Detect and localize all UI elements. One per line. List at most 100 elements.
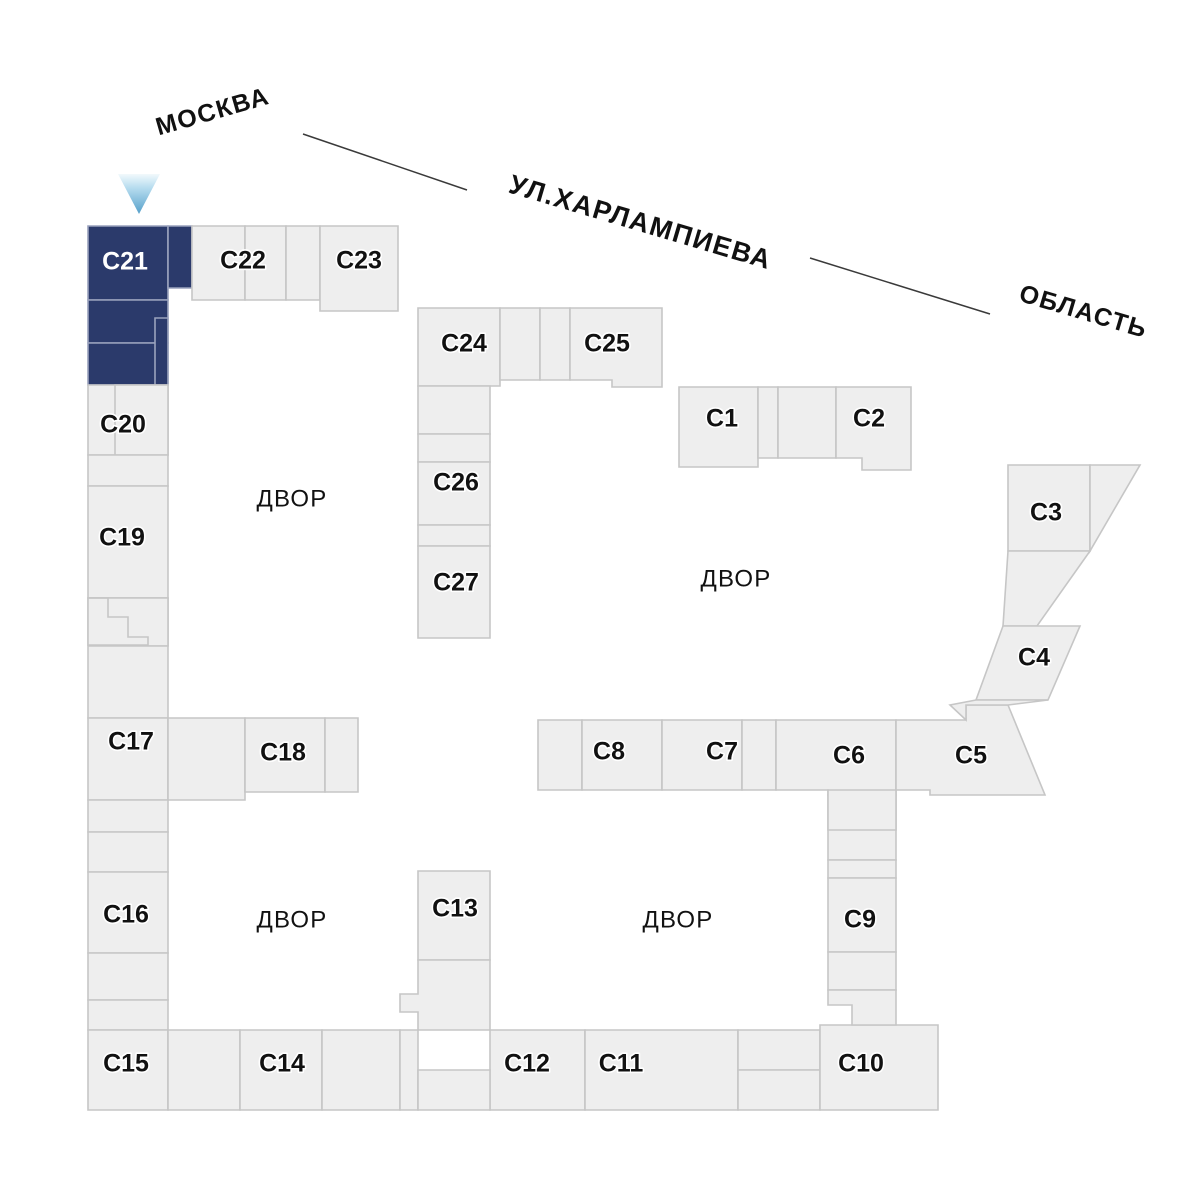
- building-label-C5: C5: [955, 742, 987, 770]
- building-C27-main[interactable]: [417, 545, 491, 639]
- building-label-C13: C13: [432, 895, 478, 923]
- building-C24-main[interactable]: [417, 307, 501, 387]
- building-label-C3: C3: [1030, 499, 1062, 527]
- building-C4-main[interactable]: [974, 625, 1082, 701]
- building-C9-e[interactable]: [827, 989, 897, 1026]
- building-group-C16[interactable]: C16: [87, 799, 169, 1031]
- building-group-C24[interactable]: C24: [417, 307, 541, 387]
- building-label-C7: C7: [706, 738, 738, 766]
- building-C2-mid-b[interactable]: [777, 386, 837, 459]
- courtyard-label-se: ДВОР: [643, 906, 714, 933]
- building-label-C26: C26: [433, 469, 479, 497]
- building-C12-left-low[interactable]: [399, 1029, 419, 1111]
- building-C21-wing[interactable]: [167, 225, 193, 289]
- building-label-C25: C25: [584, 330, 630, 358]
- building-C11-link-a[interactable]: [737, 1029, 821, 1071]
- building-C4-upper[interactable]: [1002, 550, 1092, 627]
- building-C9-b[interactable]: [827, 859, 897, 879]
- courtyard-label-ne: ДВОР: [701, 565, 772, 592]
- building-C11-link-b[interactable]: [737, 1069, 821, 1111]
- street-name-label: УЛ.ХАРЛАМПИЕВА: [506, 169, 776, 275]
- building-C2-main[interactable]: [835, 386, 912, 471]
- building-group-C25[interactable]: C25: [539, 307, 663, 388]
- building-C15-b[interactable]: [167, 1029, 241, 1111]
- building-group-C14[interactable]: C14: [239, 1029, 401, 1111]
- building-C3-angled[interactable]: [1089, 464, 1142, 554]
- building-label-C24: C24: [441, 330, 487, 358]
- building-group-C2[interactable]: C2: [757, 386, 912, 471]
- building-C12-under[interactable]: [417, 1069, 491, 1111]
- building-group-C15[interactable]: C15: [87, 1029, 241, 1111]
- building-group-C22[interactable]: C22: [191, 225, 321, 301]
- building-group-C3[interactable]: C3: [1007, 464, 1142, 554]
- building-C19-stair-edge[interactable]: [88, 597, 169, 647]
- building-C7-right[interactable]: [741, 719, 777, 791]
- building-group-C19[interactable]: C19: [87, 485, 169, 647]
- marker-triangle-icon[interactable]: [118, 174, 160, 214]
- building-label-C8: C8: [593, 738, 625, 766]
- building-C26-b[interactable]: [417, 433, 491, 463]
- building-label-C18: C18: [260, 739, 306, 767]
- building-group-C17[interactable]: C17: [87, 645, 246, 801]
- building-C21-lower-inner[interactable]: [154, 317, 169, 386]
- building-C22-c[interactable]: [285, 225, 321, 301]
- building-C8-left[interactable]: [537, 719, 583, 791]
- building-group-C10[interactable]: C10: [819, 1024, 939, 1111]
- building-C17-main[interactable]: [87, 645, 169, 719]
- building-label-C23: C23: [336, 247, 382, 275]
- building-C18-end[interactable]: [324, 717, 359, 793]
- building-label-C17: C17: [108, 728, 154, 756]
- building-C9-d[interactable]: [827, 951, 897, 991]
- building-C24-link-a[interactable]: [499, 307, 541, 381]
- building-label-C21: C21: [102, 248, 148, 276]
- building-group-C11[interactable]: C11: [584, 1029, 821, 1111]
- building-group-C5[interactable]: C5: [895, 704, 1047, 796]
- street-leader-left: [302, 133, 468, 191]
- courtyard-label-sw: ДВОР: [257, 906, 328, 933]
- building-C17-link[interactable]: [167, 717, 246, 801]
- building-C16-b[interactable]: [87, 831, 169, 873]
- building-group-C23[interactable]: C23: [319, 225, 399, 312]
- direction-label-moscow: МОСКВА: [153, 82, 273, 141]
- courtyard-label-nw: ДВОР: [257, 485, 328, 512]
- building-group-C21[interactable]: C21: [87, 225, 193, 386]
- building-label-C12: C12: [504, 1050, 550, 1078]
- building-group-C7[interactable]: C7: [661, 719, 777, 791]
- building-group-C8[interactable]: C8: [537, 719, 663, 791]
- building-label-C19: C19: [99, 524, 145, 552]
- building-C27-gap[interactable]: [417, 524, 491, 547]
- building-C13-stem[interactable]: [399, 959, 491, 1031]
- building-label-C16: C16: [103, 901, 149, 929]
- building-label-C2: C2: [853, 405, 885, 433]
- building-label-C22: C22: [220, 247, 266, 275]
- building-group-C4[interactable]: C4: [948, 550, 1092, 722]
- building-C6-stem[interactable]: [827, 789, 897, 831]
- building-group-C27[interactable]: C27: [417, 524, 491, 639]
- building-C16-a[interactable]: [87, 799, 169, 833]
- building-group-C6[interactable]: C6: [775, 719, 897, 831]
- selected-building-marker[interactable]: [118, 174, 160, 214]
- building-C20-c[interactable]: [87, 454, 169, 487]
- building-group-C20[interactable]: C20: [87, 384, 169, 487]
- building-C25-main[interactable]: [569, 307, 663, 388]
- building-group-C1[interactable]: C1: [678, 386, 759, 468]
- building-C26-a[interactable]: [417, 385, 491, 435]
- building-C4-lower[interactable]: [948, 699, 1049, 722]
- building-label-C11: C11: [599, 1050, 644, 1078]
- building-group-C18[interactable]: C18: [244, 717, 359, 793]
- building-group-C13[interactable]: C13: [399, 870, 491, 1031]
- building-group-C26[interactable]: C26: [417, 385, 491, 526]
- building-C1-main[interactable]: [678, 386, 759, 468]
- building-C2-mid-a[interactable]: [757, 386, 779, 459]
- building-C14-b[interactable]: [321, 1029, 401, 1111]
- building-C25-link-b[interactable]: [539, 307, 571, 381]
- building-group-C12[interactable]: C12: [399, 1029, 586, 1111]
- building-C10-main[interactable]: [819, 1024, 939, 1111]
- building-label-C20: C20: [100, 411, 146, 439]
- building-label-C15: C15: [103, 1050, 149, 1078]
- building-C23-shape[interactable]: [319, 225, 399, 312]
- building-C16-e[interactable]: [87, 999, 169, 1031]
- building-C16-d[interactable]: [87, 952, 169, 1001]
